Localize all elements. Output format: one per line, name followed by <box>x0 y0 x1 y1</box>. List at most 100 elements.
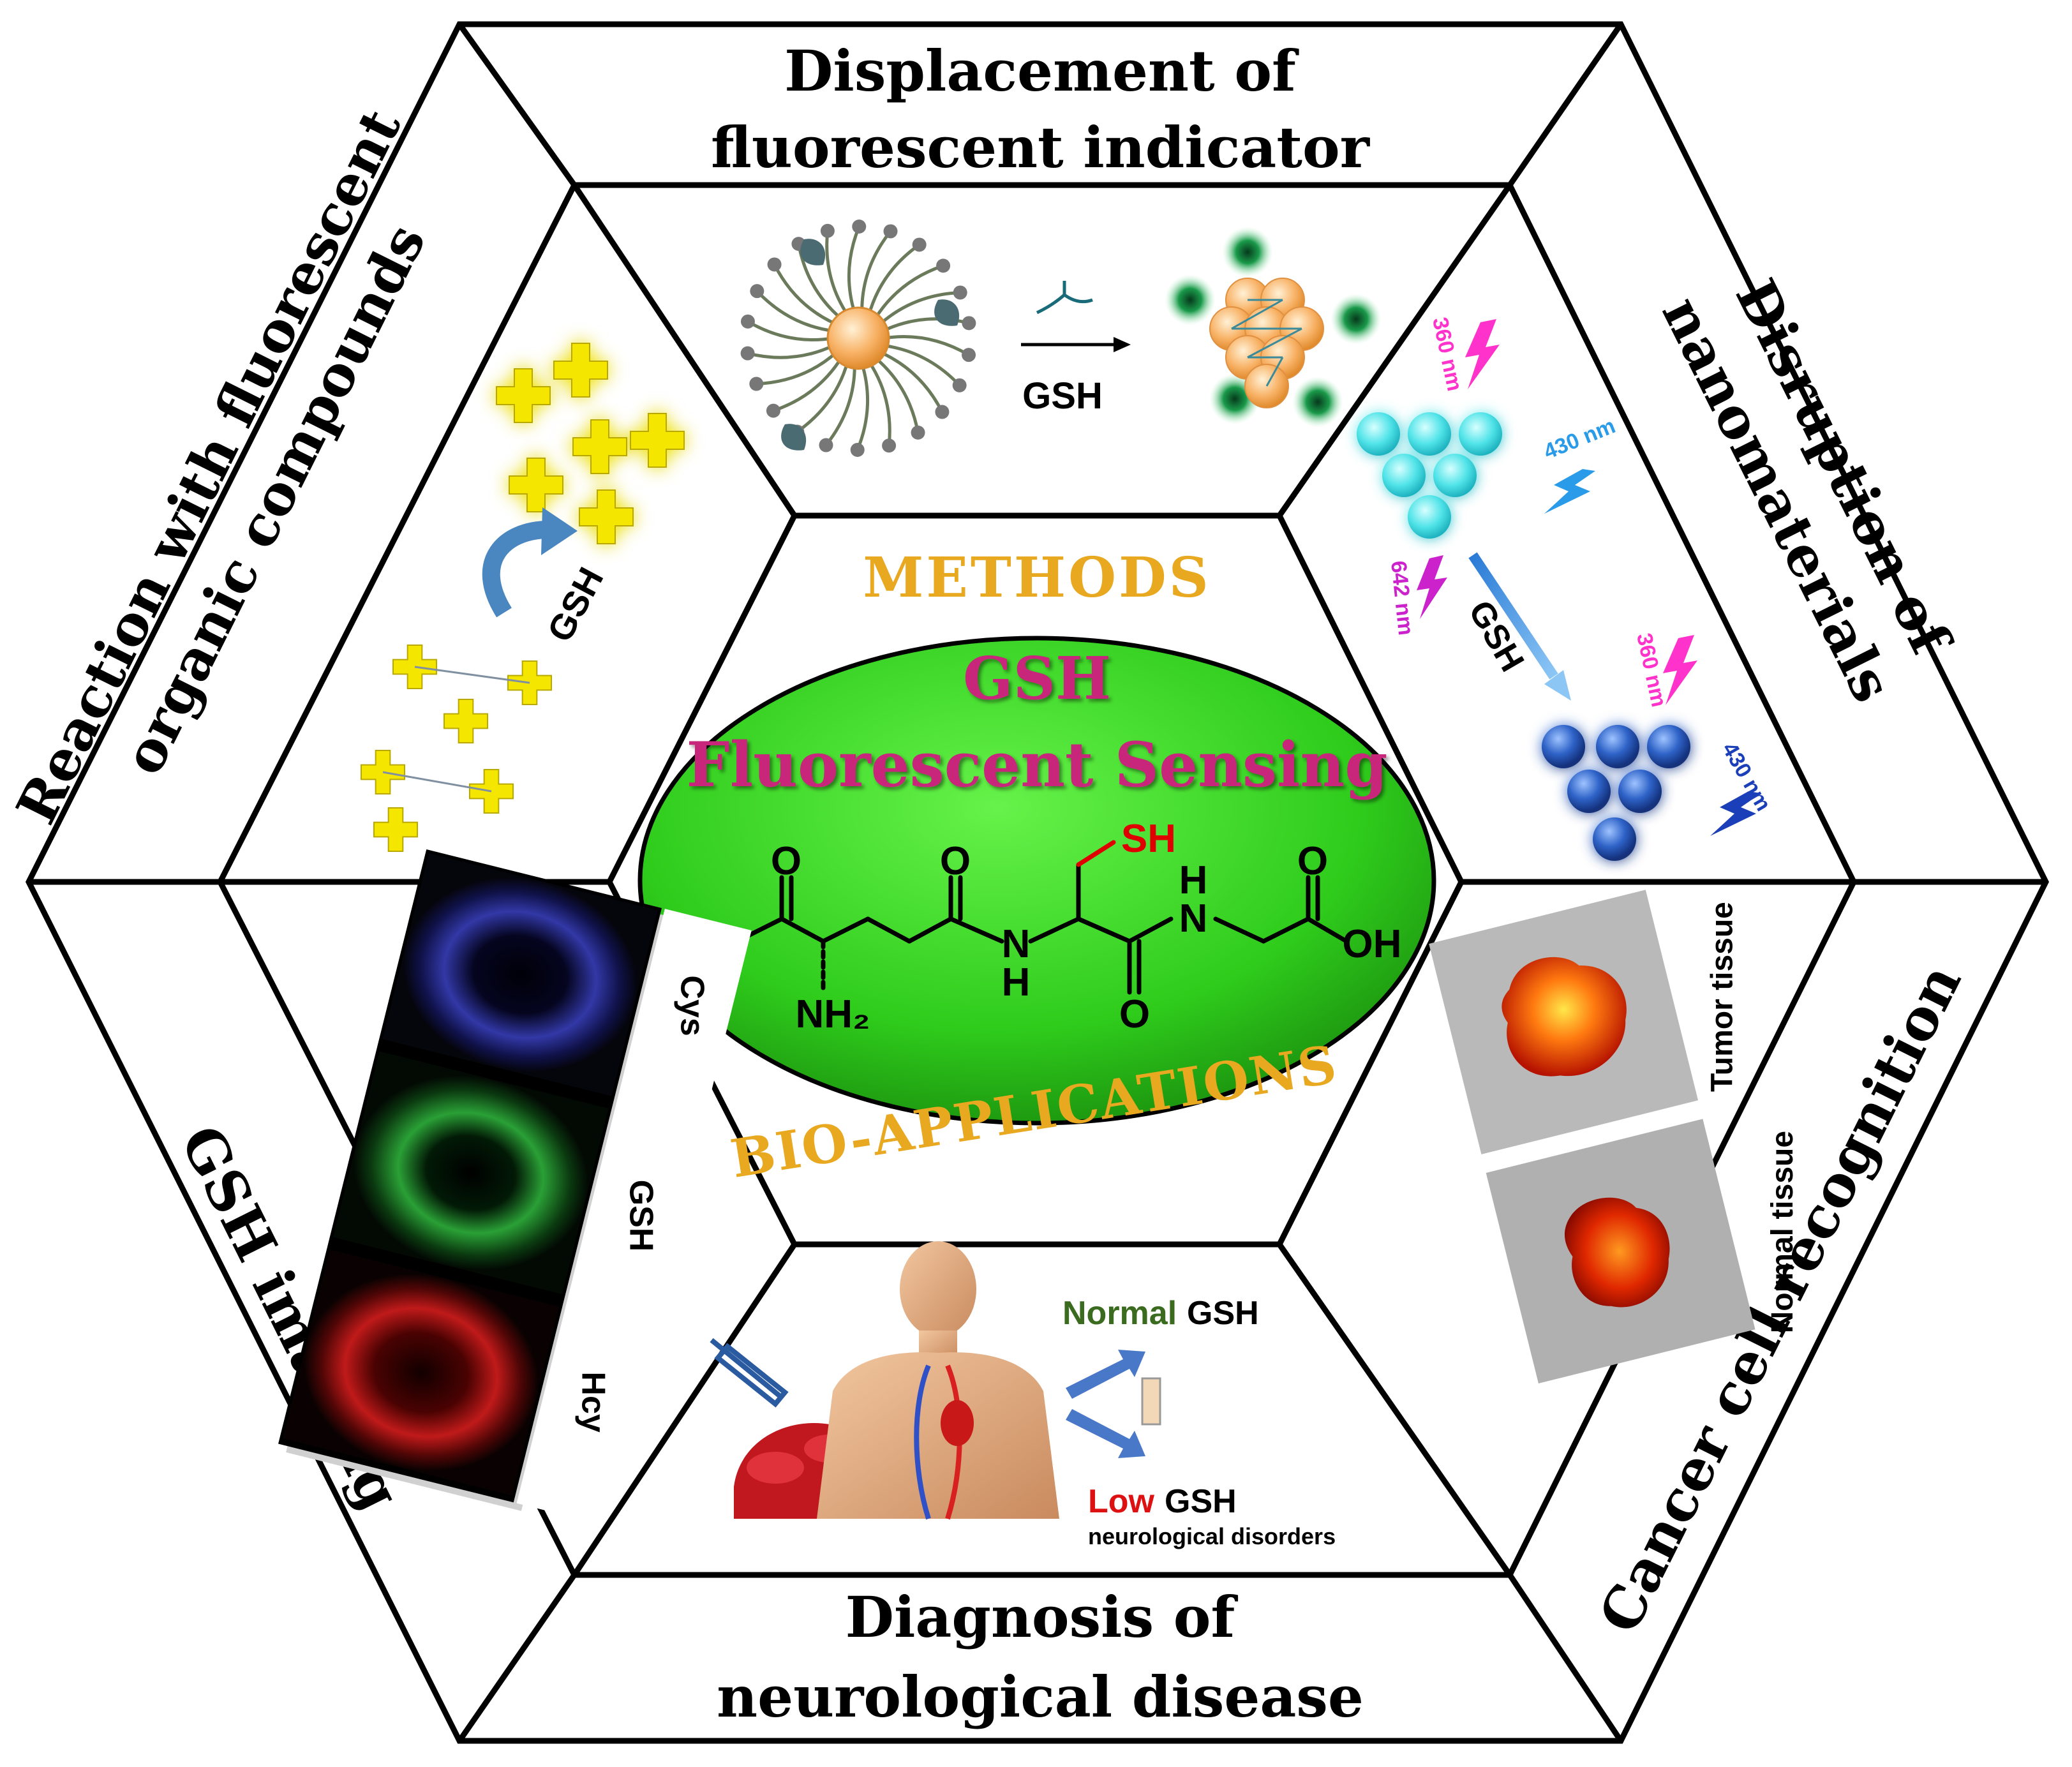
micelle-head <box>911 425 925 440</box>
micelle-head <box>883 224 898 239</box>
micelle-chain <box>882 317 969 332</box>
h-right: H <box>1179 858 1208 902</box>
down-arrow <box>1066 1409 1145 1458</box>
bottom-title-line1: Diagnosis of <box>846 1584 1239 1650</box>
micelle-chain <box>874 264 944 320</box>
blue-nanoparticle <box>1542 725 1585 768</box>
normal-signal <box>1564 1197 1670 1308</box>
quenched-cross <box>443 699 488 743</box>
micelle-head <box>766 403 780 418</box>
normal-word: Normal <box>1062 1295 1177 1332</box>
cyan-nanoparticle <box>1459 412 1502 456</box>
micelle-chain <box>796 361 849 433</box>
micelle-core <box>826 306 890 370</box>
micelle-chain <box>867 361 891 446</box>
indicator-drop <box>781 424 807 451</box>
syringe-icon <box>710 1338 789 1408</box>
micelle-head <box>740 346 755 361</box>
crosslink <box>1265 357 1284 387</box>
micelle-chain <box>747 320 833 341</box>
spoke-bottom-right <box>1277 1242 1512 1577</box>
top-title-line2: fluorescent indicator <box>711 114 1371 181</box>
o-right: O <box>1297 839 1328 883</box>
aggregate <box>1165 227 1382 428</box>
upper-left-title-line1: Reaction with fluorescent <box>4 100 414 834</box>
lightning-360-bottom <box>1663 635 1697 705</box>
micelle-head <box>936 258 951 273</box>
imaging-panel: Cys GSH Hcy <box>278 849 752 1525</box>
micelle-head <box>912 237 927 252</box>
micelle-chain <box>756 350 838 386</box>
fluorescent-cross <box>496 368 551 423</box>
indicator-drop <box>800 239 826 265</box>
quenched-cross <box>373 807 418 852</box>
green-ellipse <box>637 636 1436 1126</box>
micelle-head <box>935 405 950 419</box>
divider-bottom-left <box>457 1573 577 1743</box>
micelle-head <box>819 438 833 452</box>
disulfide-link <box>414 666 530 684</box>
micelle-chain <box>847 226 861 314</box>
blue-nanoparticle <box>1618 770 1662 813</box>
cyan-nanoparticle <box>1433 454 1477 497</box>
nm430-bottom: 430 nm <box>1717 738 1776 815</box>
cyan-nanoparticle-cluster <box>1357 412 1502 539</box>
micelle-head <box>852 220 867 234</box>
micelle-chain <box>878 290 960 326</box>
nm360-top: 360 nm <box>1427 315 1467 394</box>
micelle-chain <box>773 356 843 413</box>
displacement-panel: GSH <box>740 220 1382 457</box>
divider-top-right <box>1507 22 1623 187</box>
lightning-430-top <box>1544 469 1595 514</box>
crosslink <box>1247 327 1302 359</box>
fluorescent-cross <box>630 413 685 468</box>
oh-group: OH <box>1343 922 1402 966</box>
cys-label: Cys <box>673 975 710 1036</box>
top-title-line1: Displacement of <box>784 38 1299 104</box>
n-right: N <box>1179 897 1208 941</box>
human-body-icon <box>817 1241 1059 1520</box>
fluorescent-crosses <box>496 343 685 544</box>
micelle-chain <box>867 243 921 316</box>
divider-bottom-right <box>1507 1573 1623 1743</box>
hcy-cell-image <box>283 1249 560 1496</box>
n-left: N <box>1002 922 1031 966</box>
up-arrow <box>1066 1350 1145 1399</box>
methods-label: METHODS <box>863 546 1211 610</box>
tumor-signal <box>1502 957 1627 1077</box>
divider-top-left <box>457 22 577 187</box>
nano-arrow <box>1468 552 1558 680</box>
reaction-arrow-top-head <box>1114 337 1131 352</box>
micelle-head <box>820 223 835 238</box>
cyan-nanoparticle <box>1382 454 1426 497</box>
disulfide-link <box>382 771 492 793</box>
hexagon-frame <box>25 21 2050 1744</box>
hcy-label: Hcy <box>575 1371 612 1432</box>
fluorescent-cross <box>509 458 563 512</box>
indicator-drop <box>934 299 960 326</box>
tumor-tissue-label: Tumor tissue <box>1705 902 1739 1092</box>
micelle-chain <box>879 350 944 413</box>
cyan-nanoparticle <box>1408 495 1451 539</box>
released-dye <box>1165 274 1216 325</box>
blue-nanoparticle <box>1593 817 1636 861</box>
nm430-top: 430 nm <box>1540 414 1619 464</box>
bottom-title-line2: neurological disease <box>717 1664 1364 1730</box>
cys-cell-image <box>382 853 658 1096</box>
neurological-note: neurological disorders <box>1088 1523 1336 1549</box>
cyan-nanoparticle <box>1408 412 1451 456</box>
title-gsh: GSH <box>963 644 1111 713</box>
top-gsh-label: GSH <box>1022 375 1103 417</box>
micelle-chain <box>874 356 920 433</box>
quenched-crosses <box>361 645 552 852</box>
blue-nanoparticle-cluster <box>1542 725 1690 861</box>
cancer-panel: Tumor tissue Normal tissue <box>1429 890 1800 1383</box>
micelle-head <box>850 442 865 457</box>
gsh-molecule <box>741 840 1349 995</box>
test-tube-icon <box>1141 1377 1161 1426</box>
blue-nanoparticle <box>1567 770 1611 813</box>
micelle-chain <box>747 344 835 359</box>
low-word: Low <box>1088 1483 1155 1520</box>
crosslink <box>1231 299 1283 330</box>
